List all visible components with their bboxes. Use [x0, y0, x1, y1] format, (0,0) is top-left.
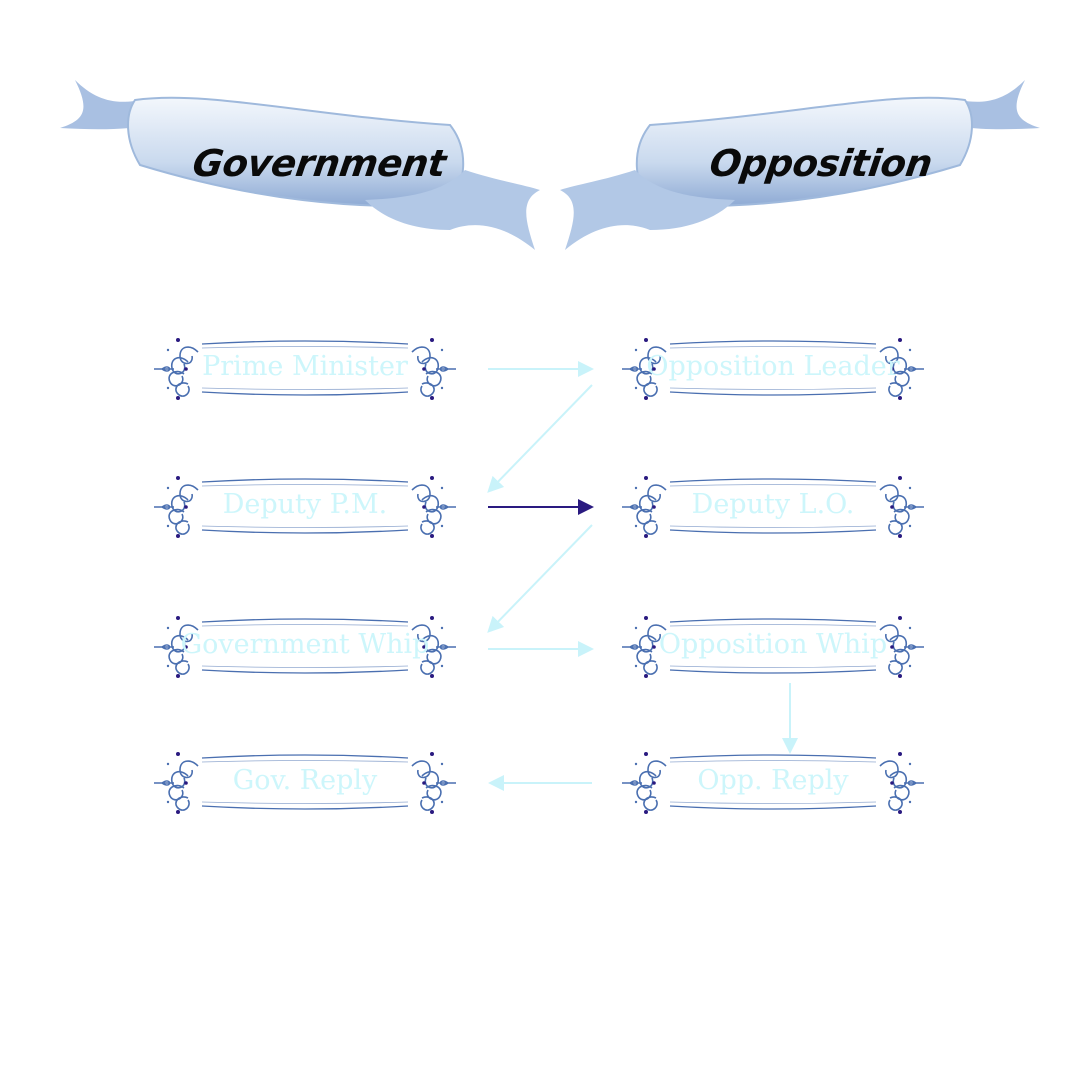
ornamental-frame-icon: [154, 616, 456, 678]
ornamental-frame-icon: [622, 616, 924, 678]
ornamental-frame-icon: [622, 338, 924, 400]
opp-speaker-label: Opposition Leader: [646, 351, 900, 382]
ornamental-frame-icon: [154, 752, 456, 814]
arrow-dlo-to-gw: [487, 524, 593, 633]
ornamental-frame-icon: [622, 476, 924, 538]
opp-speaker-label: Opposition Whip: [658, 629, 888, 660]
ornamental-frame-icon: [154, 476, 456, 538]
gov-speaker-box: Deputy P.M.: [150, 472, 460, 542]
gov-speaker-label: Prime Minister: [202, 351, 408, 382]
ribbon-left-graphic: [60, 80, 540, 250]
opp-speaker-box: Opposition Whip: [618, 612, 928, 682]
gov-speaker-label: Gov. Reply: [232, 765, 378, 796]
opposition-banner: Opposition: [555, 70, 1045, 255]
ribbon-right-graphic: [560, 80, 1040, 250]
gov-speaker-label: Deputy P.M.: [222, 489, 388, 520]
government-banner: Government: [55, 70, 545, 255]
ornamental-frame-icon: [622, 752, 924, 814]
gov-speaker-box: Prime Minister: [150, 334, 460, 404]
gov-speaker-label: Government Whip: [180, 629, 430, 660]
gov-speaker-box: Gov. Reply: [150, 748, 460, 818]
opp-speaker-label: Deputy L.O.: [691, 489, 855, 520]
ornamental-frame-icon: [154, 338, 456, 400]
gov-speaker-box: Government Whip: [150, 612, 460, 682]
opp-speaker-box: Deputy L.O.: [618, 472, 928, 542]
opp-speaker-box: Opp. Reply: [618, 748, 928, 818]
opp-speaker-box: Opposition Leader: [618, 334, 928, 404]
arrow-lo-to-dpm: [487, 384, 593, 493]
opp-speaker-label: Opp. Reply: [697, 765, 849, 796]
